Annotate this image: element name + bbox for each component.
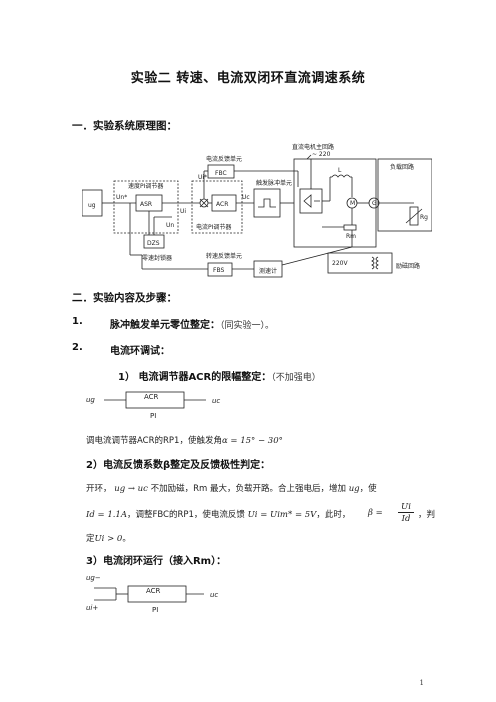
item1-note: （同实验一）。	[220, 321, 275, 331]
sub2-title: 2）电流反馈系数β整定及反馈极性判定：	[86, 460, 271, 471]
lbl-current-pi: 电流PI调节器	[196, 223, 231, 231]
blk2-in2: ui+	[86, 604, 98, 612]
fbc-block	[207, 164, 235, 179]
sub2-l3a: 定	[86, 534, 95, 544]
sub2-l3c: 。	[122, 534, 131, 544]
acr-block-diagram-1: ug ACR PI uc	[86, 391, 220, 420]
sub3-title: 3）电流闭环运行（接入Rm）：	[86, 556, 227, 567]
lbl-asr: ASR	[140, 201, 152, 208]
item1-title: 脉冲触发单元零位整定：	[110, 320, 220, 331]
blk1-label: ACR	[144, 393, 159, 401]
sub2-l1e: ，使	[359, 484, 377, 494]
lbl-fbc: FBC	[215, 170, 227, 177]
beta-num: Ui	[398, 502, 414, 513]
speed-pi-frame	[113, 180, 179, 234]
sub2-l2c: Ui = Uim* = 5V	[247, 510, 317, 520]
beta-symbol: β =	[368, 508, 383, 518]
current-pi-frame	[191, 180, 243, 234]
blk2-out: uc	[210, 591, 218, 599]
lbl-ui: Ui*	[198, 174, 207, 181]
excitation-frame	[327, 252, 393, 274]
lbl-acr: ACR	[216, 201, 228, 208]
sub2-line1: 开环， ug → uc 不加励磁，Rm 最大，负载开路。合上强电后，增加 ug，…	[86, 482, 377, 494]
lbl-fbs: FBS	[213, 267, 224, 274]
sub2-l1a: 开环，	[86, 484, 112, 494]
sub2-line2: Id = 1.1A，调整FBC的RP1，使电流反馈 Ui = Uim* = 5V…	[86, 508, 350, 520]
lbl-zero-speed: 零速封锁器	[142, 254, 172, 262]
item1-number: 1.	[72, 316, 83, 327]
rm-resistor	[343, 224, 357, 231]
item1-heading: 脉冲触发单元零位整定：（同实验一）。	[110, 316, 274, 331]
load-circuit-frame	[377, 158, 432, 232]
system-diagram: 直流电机主回路 ~ 220 电流反馈单元 FBC 速度PI调节器 触发脉冲单元 …	[82, 143, 432, 278]
sub2-l2b: ，调整FBC的RP1，使电流反馈	[126, 510, 245, 520]
lbl-L: L	[338, 167, 342, 174]
lbl-un: Un*	[116, 194, 127, 201]
lbl-Rm: Rm	[346, 233, 356, 240]
sub2-l3b: Ui > 0	[94, 534, 123, 544]
lbl-uc: Uc	[242, 194, 250, 201]
lbl-ui-fb: Ui	[180, 208, 186, 215]
lbl-speed-fb-unit: 转速反馈单元	[206, 252, 242, 260]
lbl-tacho: 测速计	[259, 267, 277, 275]
lbl-220-top: ~ 220	[312, 151, 331, 158]
sub2-l2a: Id = 1.1A	[86, 510, 127, 520]
lbl-G: G	[372, 200, 377, 207]
main-circuit-frame	[293, 158, 377, 248]
lbl-load-circuit: 负载回路	[390, 163, 414, 171]
lbl-dzs: DZS	[147, 240, 160, 247]
acr-block-diagram-2: ug− ui+ ACR PI uc	[86, 574, 218, 614]
sub1-text: 调电流调节器ACR的RP1，使触发角α = 15° − 30°	[86, 434, 283, 446]
lbl-main-circuit: 直流电机主回路	[292, 143, 334, 151]
lbl-un-fb: Un	[166, 222, 174, 229]
page-title: 实验二 转速、电流双闭环直流调速系统	[130, 71, 366, 86]
section-heading-1: 一．实验系统原理图：	[72, 120, 177, 132]
blk1-in: ug	[86, 396, 95, 404]
sub2-l1d: ug	[348, 484, 360, 494]
blk1-pi: PI	[150, 412, 156, 420]
sub2-l2e: ，判	[418, 510, 436, 520]
lbl-trigger: 触发脉冲单元	[256, 179, 292, 187]
sub2-l1c: 不加励磁，Rm 最大，负载开路。合上强电后，增加	[150, 484, 346, 494]
lbl-current-fb-unit: 电流反馈单元	[206, 155, 242, 163]
sub2-l2d: ，此时，	[316, 510, 351, 520]
item2-number: 2.	[72, 342, 83, 353]
blk2-pi: PI	[152, 606, 158, 614]
sub1-angle: α = 15° − 30°	[221, 436, 283, 446]
lbl-M: M	[350, 200, 355, 207]
blk1-out: uc	[212, 397, 220, 405]
blk2-in1: ug−	[86, 574, 101, 582]
lbl-ug: ug	[88, 202, 96, 209]
beta-den: Id	[401, 514, 411, 524]
sub1-note: （不加强电）	[271, 373, 321, 383]
rg-resistor	[409, 206, 419, 226]
blk2-label: ACR	[146, 587, 161, 595]
lbl-220v-exc: 220V	[332, 260, 348, 267]
sub1-heading: 1） 电流调节器ACR的限幅整定：（不加强电）	[118, 368, 321, 383]
section-heading-2: 二．实验内容及步骤：	[72, 292, 177, 304]
page-number: 1	[419, 679, 424, 687]
inductor	[331, 174, 351, 178]
sub1-desc: 调电流调节器ACR的RP1，使触发角	[86, 436, 222, 446]
lbl-speed-pi: 速度PI调节器	[128, 182, 163, 190]
trigger-block	[253, 188, 281, 218]
lbl-Rg: Rg	[420, 214, 428, 221]
lbl-excitation: 励磁回路	[396, 262, 420, 270]
item2-title: 电流环调试：	[110, 346, 170, 357]
sub1-title: 1） 电流调节器ACR的限幅整定：	[118, 372, 272, 383]
sub2-line3: 定Ui > 0。	[86, 532, 131, 544]
sub2-l1b: ug → uc	[114, 484, 148, 494]
fbs-block	[207, 262, 233, 277]
